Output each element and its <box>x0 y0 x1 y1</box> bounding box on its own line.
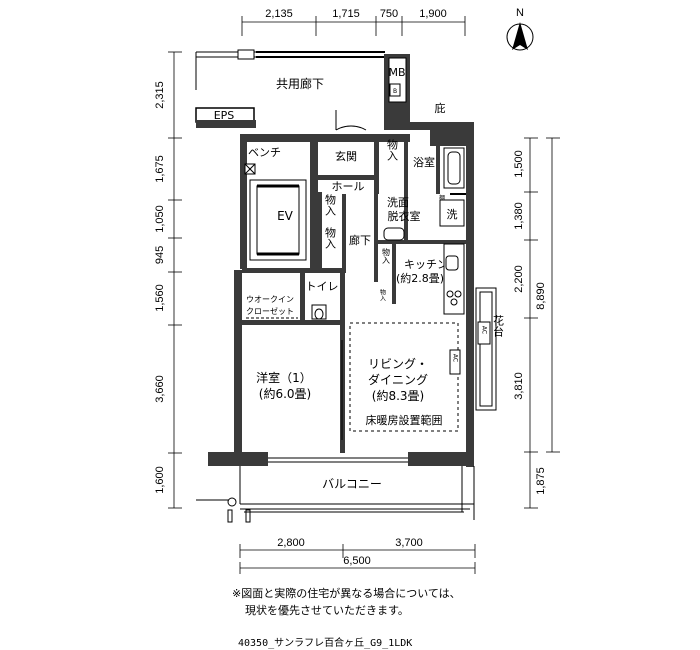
left-dim-1: 2,315 <box>154 81 166 109</box>
balcony-railing <box>196 466 475 520</box>
living-label-1: リビング・ <box>368 357 428 371</box>
floor-heating-area <box>349 322 459 432</box>
mb-b-label: B <box>393 88 397 95</box>
ev-label: EV <box>277 209 294 223</box>
top-dim-2: 1,715 <box>332 8 360 20</box>
senmen-label-1: 洗面 <box>387 196 409 209</box>
walkin-label-1: ウオークイン <box>246 295 294 304</box>
monoire-label-kitchen-2: 物入 <box>379 288 386 301</box>
yoshitsu-label-2: (約6.0畳) <box>259 386 311 401</box>
entrance-door-swing <box>335 125 367 131</box>
ac-label-living: AC <box>452 354 459 362</box>
walkin-label-2: クローゼット <box>246 306 294 316</box>
railing-post <box>237 49 255 60</box>
ac-outdoor-unit <box>477 321 491 345</box>
eps-wall <box>196 120 256 128</box>
rouka-label: 廊下 <box>349 233 371 247</box>
mb-block <box>384 54 410 130</box>
hall-label: ホール <box>332 180 365 193</box>
top-dimension-line <box>241 16 466 36</box>
balcony-leg-1 <box>227 509 233 523</box>
north-label: N <box>516 7 524 19</box>
disclaimer-line-1: ※図面と実際の住宅が異なる場合については、 <box>232 587 461 600</box>
kitchen-sink <box>445 255 459 271</box>
monoire-label-3: 物入 <box>324 226 337 249</box>
right-dim-2: 1,380 <box>513 202 525 230</box>
kitchen-label-1: キッチン <box>404 258 448 271</box>
bathtub-inner <box>447 151 461 185</box>
kitchen-counter <box>443 243 465 315</box>
balcony-label: バルコニー <box>322 477 382 491</box>
floor-heating-label: 床暖房設置範囲 <box>366 413 443 427</box>
living-label-2: ダイニング <box>368 372 428 387</box>
top-dim-4: 1,900 <box>419 8 447 20</box>
monoire-label-kitchen-1: 物入 <box>382 247 391 264</box>
right-dim-4: 3,810 <box>513 372 525 400</box>
stove-burner-3 <box>450 298 458 306</box>
north-arrow-icon <box>506 22 534 51</box>
right-dim-total: 8,890 <box>535 282 547 310</box>
balcony-drain-icon <box>227 497 237 507</box>
stove-burner-1 <box>446 290 454 298</box>
monoire-label-genkan-1: 物入 <box>386 138 399 161</box>
toilet-label: トイレ <box>306 280 339 293</box>
top-dim-3: 750 <box>380 8 398 20</box>
living-label-3: (約8.3畳) <box>372 388 424 403</box>
right-dim-1: 1,500 <box>513 150 525 178</box>
ac-unit-living <box>449 349 461 375</box>
washer-box <box>439 199 465 227</box>
stove-burner-2 <box>454 290 462 298</box>
balcony-leg-2 <box>245 509 251 523</box>
niwa-label: 庇 <box>435 101 446 115</box>
bottom-dim-1: 2,800 <box>277 537 305 549</box>
right-dim-5: 1,875 <box>535 467 547 495</box>
yoshitsu-label-1: 洋室（1） <box>256 370 312 385</box>
bath-label: 浴室 <box>413 155 435 169</box>
left-dim-2: 1,675 <box>154 155 166 183</box>
eps-label: EPS <box>214 109 235 122</box>
corridor-label: 共用廊下 <box>276 76 324 91</box>
left-dim-7: 1,600 <box>154 466 166 494</box>
toilet-bowl <box>314 308 324 320</box>
floor-heating-label-bg <box>354 412 454 428</box>
left-dimension-line <box>168 51 182 509</box>
left-dim-6: 3,660 <box>154 375 166 403</box>
left-dim-4: 945 <box>154 246 166 264</box>
floorplan-caption: 40350_サンラフレ百合ヶ丘_G9_1LDK <box>238 638 413 649</box>
genkan-label: 玄関 <box>335 149 357 163</box>
bench-x2 <box>244 163 256 175</box>
kitchen-label-2: (約2.8畳) <box>396 271 444 285</box>
bottom-dimension-lines <box>239 544 476 574</box>
bottom-dim-total: 6,500 <box>343 555 371 567</box>
tana-label: 棚 <box>439 194 445 202</box>
ev-shaft <box>249 179 307 261</box>
disclaimer-line-2: 現状を優先させていただきます。 <box>245 604 409 617</box>
right-dim-3: 2,200 <box>513 265 525 293</box>
senmen-label-2: 脱衣室 <box>388 209 421 223</box>
wash-basin <box>383 227 405 241</box>
bench-label: ベンチ <box>248 146 281 159</box>
washer-label: 洗 <box>447 208 458 221</box>
left-dim-5: 1,560 <box>154 284 166 312</box>
bottom-dim-2: 3,700 <box>395 537 423 549</box>
kadai-label: 花台 <box>492 315 505 337</box>
left-dim-3: 1,050 <box>154 205 166 233</box>
ac-label-outdoor: AC <box>481 326 488 334</box>
right-dimension-lines <box>524 137 560 509</box>
mb-label: MB <box>388 66 405 79</box>
monoire-label-2: 物入 <box>324 193 337 216</box>
top-dim-1: 2,135 <box>265 8 293 20</box>
flower-stand <box>475 287 497 411</box>
